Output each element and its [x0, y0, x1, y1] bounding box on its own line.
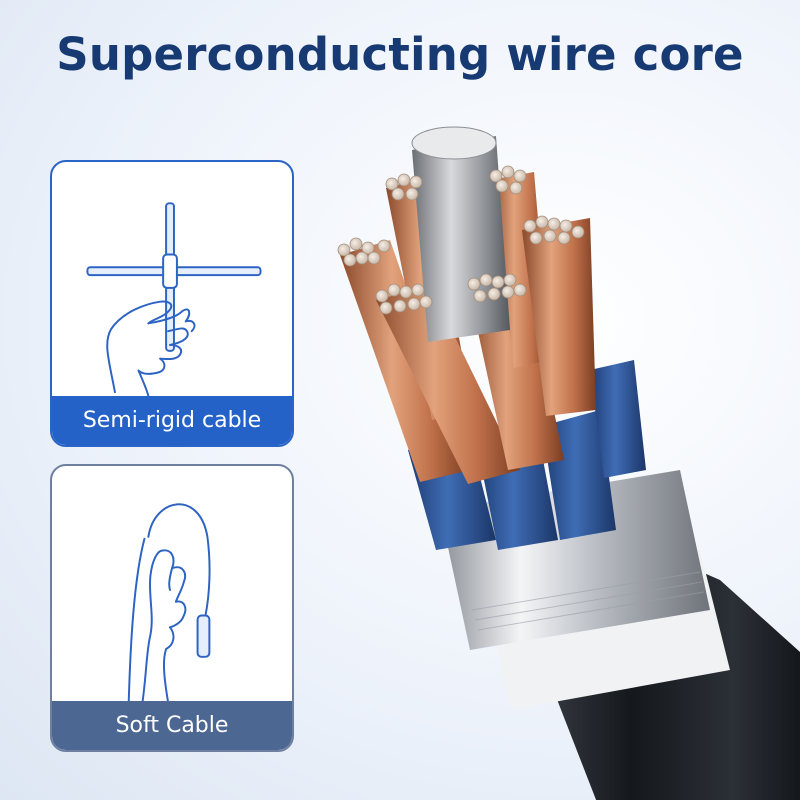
semi-rigid-cable-label: Semi-rigid cable — [52, 396, 292, 445]
cable-cross-section-image — [337, 126, 800, 800]
semi-rigid-cable-card: Semi-rigid cable — [50, 160, 294, 447]
soft-cable-card: Soft Cable — [50, 464, 294, 752]
hand-holding-rigid-cable-icon — [86, 202, 262, 398]
page-title: Superconducting wire core — [56, 28, 744, 81]
soft-cable-label: Soft Cable — [52, 701, 292, 750]
hand-holding-soft-cable-icon — [127, 503, 211, 704]
